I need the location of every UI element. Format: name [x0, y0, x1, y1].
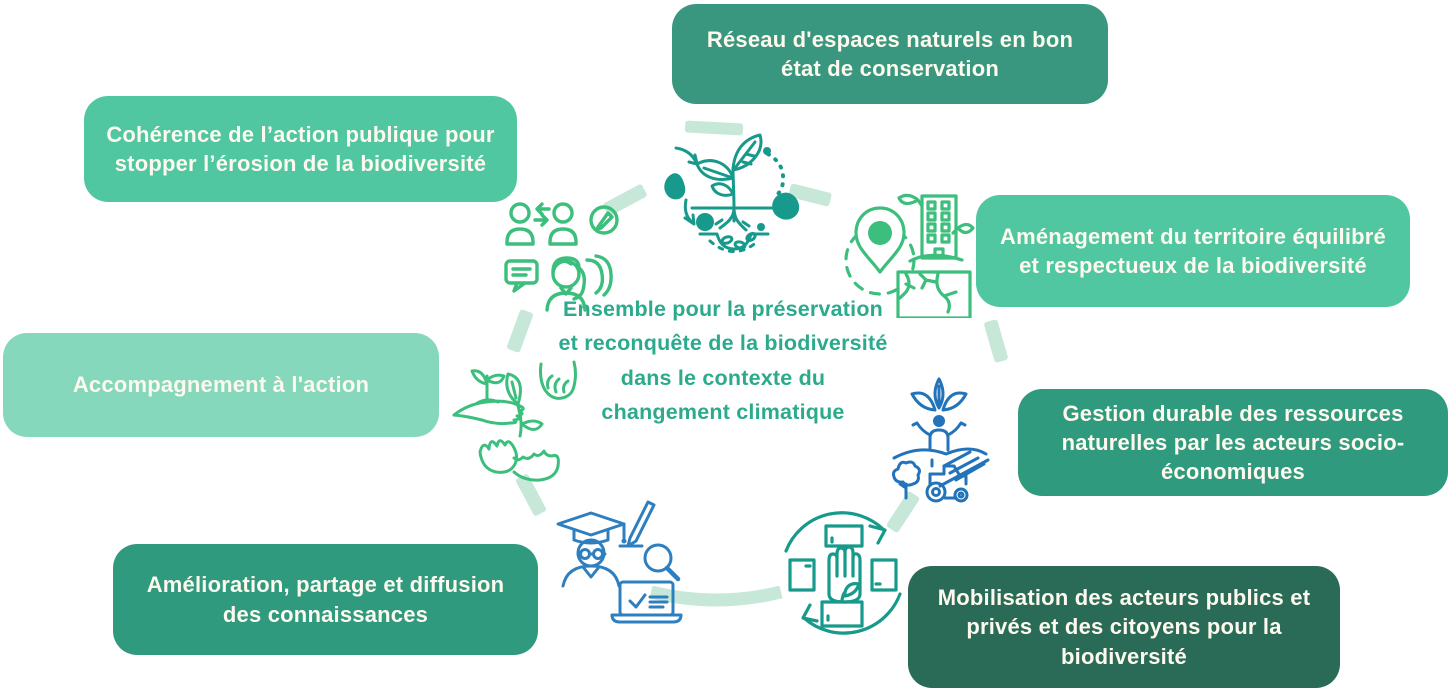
goal-box-espaces-naturels: Réseau d'espaces naturels en bon état de… [672, 4, 1108, 104]
teamwork-hands-icon [772, 496, 914, 648]
plant-soil-icon [648, 118, 820, 260]
education-knowledge-icon [546, 492, 688, 624]
agriculture-tractor-icon [882, 374, 996, 506]
central-statement: Ensemble pour la préservation et reconqu… [558, 297, 888, 425]
goal-box-label: Réseau d'espaces naturels en bon état de… [706, 26, 1074, 81]
ring-dash [983, 318, 1009, 364]
goal-box-connaissances: Amélioration, partage et diffusion des c… [113, 544, 538, 655]
goal-box-label: Cohérence de l’action publique pour stop… [106, 121, 495, 176]
goal-box-gestion-durable: Gestion durable des ressources naturelle… [1018, 389, 1448, 496]
hands-plant-icon [448, 340, 586, 486]
people-exchange-icon [503, 198, 629, 320]
goal-box-label: Gestion durable des ressources naturelle… [1061, 400, 1405, 485]
goal-box-label: Mobilisation des acteurs publics et priv… [937, 585, 1311, 669]
goal-box-accompagnement: Accompagnement à l'action [3, 333, 439, 437]
map-pin-territory-icon [836, 188, 976, 318]
goal-box-amenagement-territoire: Aménagement du territoire équilibré et r… [976, 195, 1410, 307]
goal-box-coherence-action-publique: Cohérence de l’action publique pour stop… [84, 96, 517, 202]
goal-box-mobilisation-acteurs: Mobilisation des acteurs publics et priv… [908, 566, 1340, 688]
goal-box-label: Accompagnement à l'action [72, 372, 370, 398]
goal-box-label: Amélioration, partage et diffusion des c… [146, 572, 505, 627]
ring-bottom-arc [649, 586, 783, 607]
goal-box-label: Aménagement du territoire équilibré et r… [1000, 223, 1386, 278]
